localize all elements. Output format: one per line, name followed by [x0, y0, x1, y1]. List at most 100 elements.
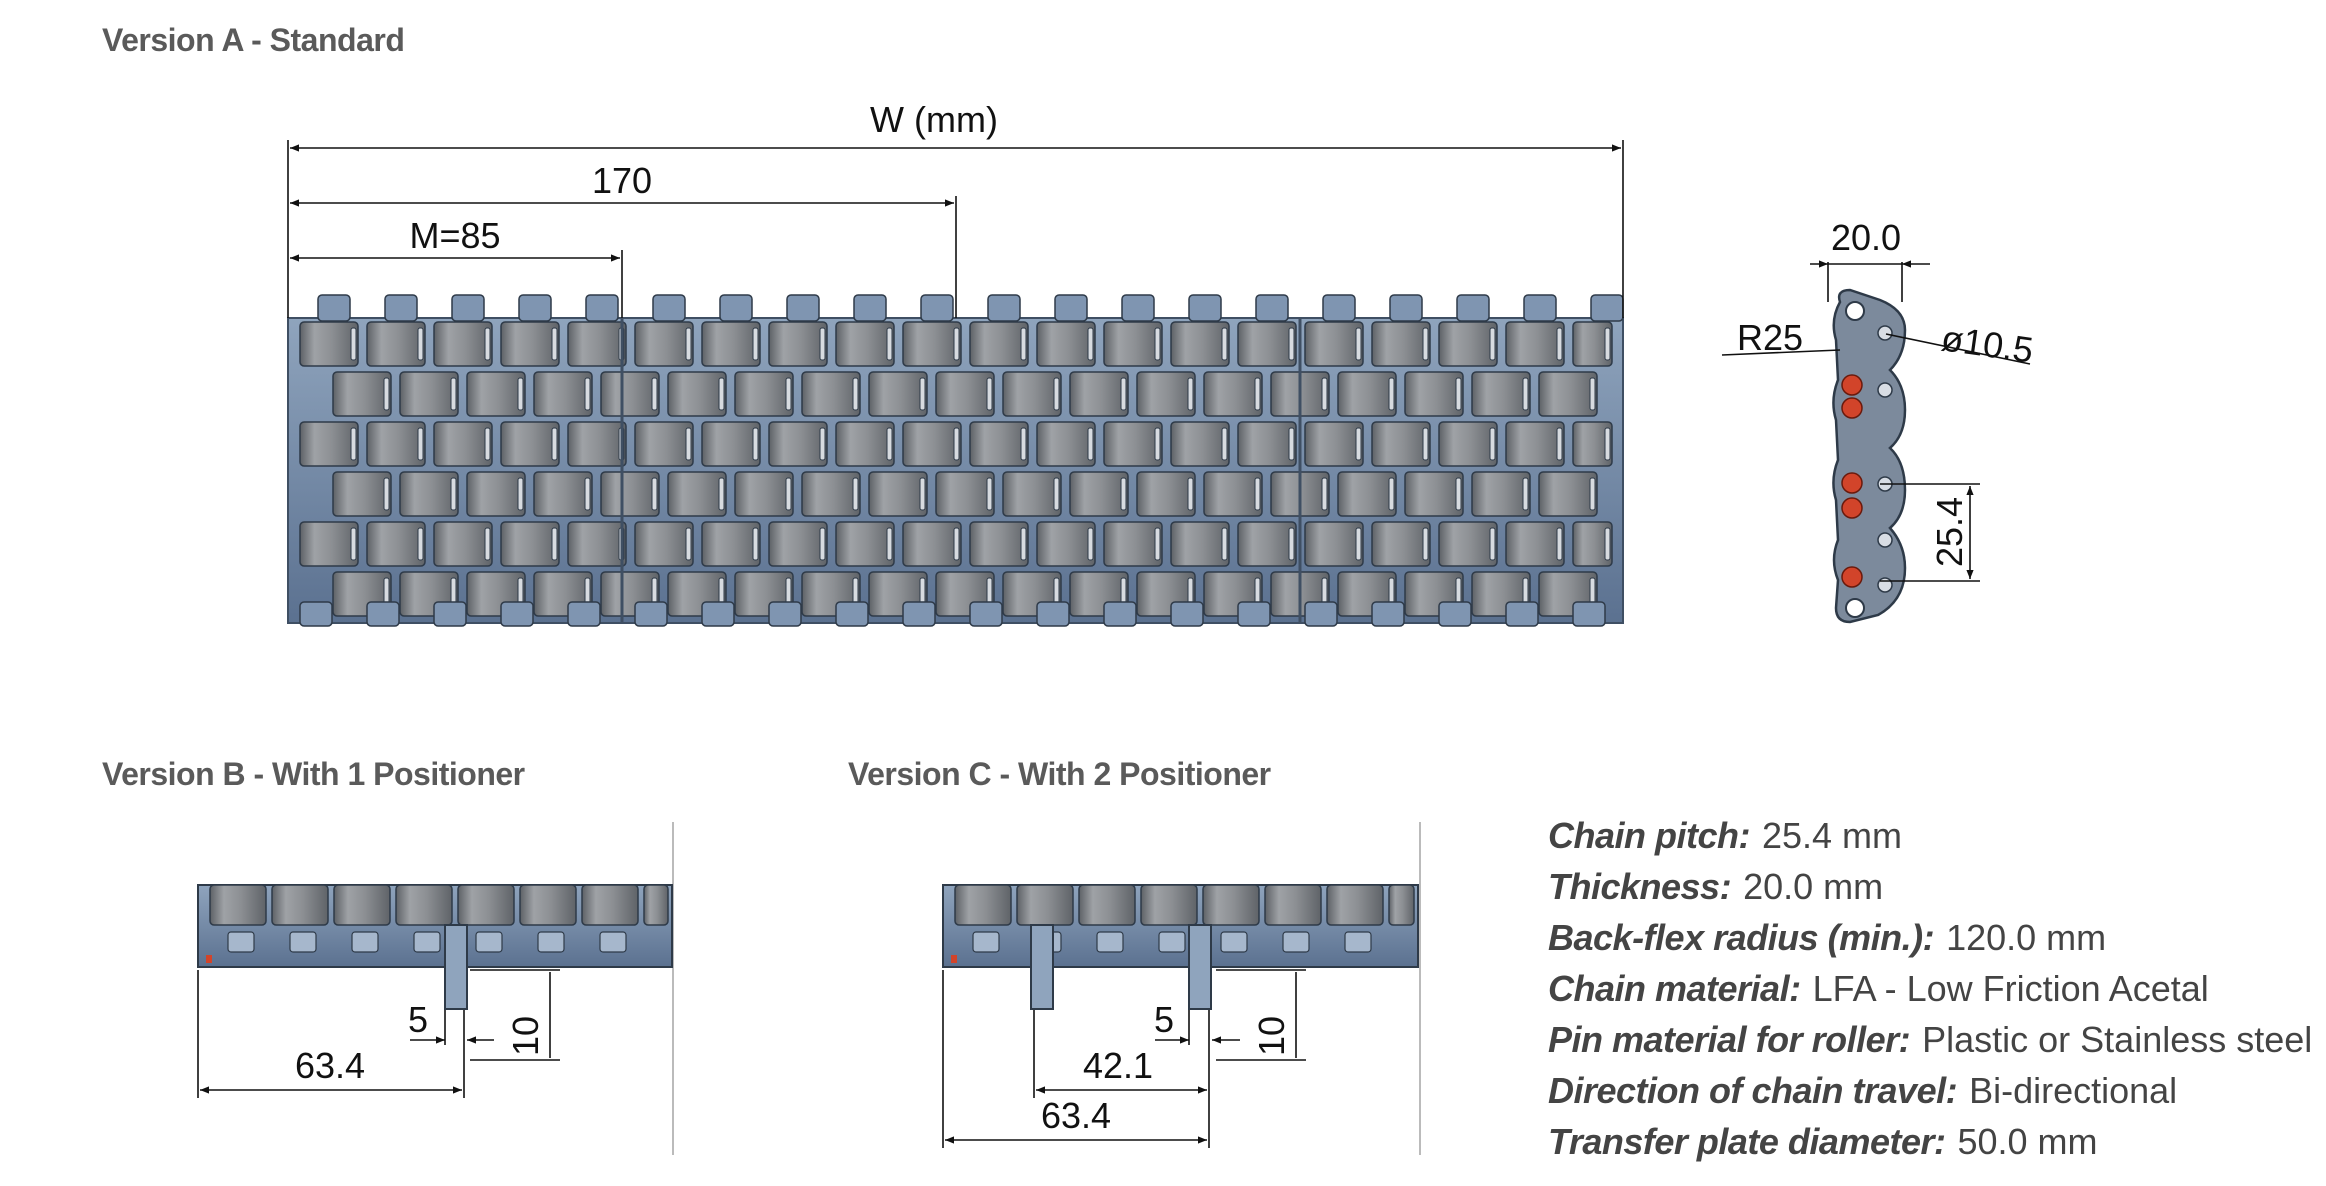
- chain-plate: [768, 421, 828, 467]
- chain-tab: [366, 601, 400, 627]
- chain-plate: [519, 884, 577, 926]
- chain-plate: [1237, 421, 1297, 467]
- version-b-heading: Version B - With 1 Positioner: [102, 756, 525, 792]
- chain-plate: [1002, 371, 1062, 417]
- chain-tab: [1456, 294, 1490, 322]
- chain-plate: [1237, 521, 1297, 567]
- spec-value: LFA - Low Friction Acetal: [1812, 968, 2209, 1009]
- chain-plate: [1136, 471, 1196, 517]
- chain-plate: [1103, 421, 1163, 467]
- chain-plate: [332, 371, 392, 417]
- chain-plate: [567, 421, 627, 467]
- positioner-chain-b: [197, 884, 673, 968]
- chain-plate: [835, 421, 895, 467]
- spec-chain-pitch: Chain pitch:25.4 mm: [1548, 810, 2312, 861]
- version-c-heading: Version C - With 2 Positioner: [848, 756, 1271, 792]
- chain-plate: [801, 471, 861, 517]
- chain-plate: [1505, 421, 1565, 467]
- chain-plate: [868, 471, 928, 517]
- chain-plate: [533, 371, 593, 417]
- chain-plate: [1036, 521, 1096, 567]
- chain-plate: [466, 371, 526, 417]
- chain-plate: [1304, 521, 1364, 567]
- chain-plate: [634, 521, 694, 567]
- chain-plate: [433, 421, 493, 467]
- chain-plate: [768, 321, 828, 367]
- chain-plate: [1538, 471, 1598, 517]
- chain-plate: [1471, 471, 1531, 517]
- pitch-label: 25.4: [1929, 497, 1970, 567]
- chain-tab: [920, 294, 954, 322]
- chain-plate: [600, 471, 660, 517]
- chain-tab: [1054, 294, 1088, 322]
- spec-label: Direction of chain travel:: [1548, 1070, 1958, 1111]
- chain-plate: [1170, 521, 1230, 567]
- spec-transfer-plate-diameter: Transfer plate diameter:50.0 mm: [1548, 1116, 2312, 1167]
- spec-chain-material: Chain material: LFA - Low Friction Acetal: [1548, 963, 2312, 1014]
- chain-tab: [1389, 294, 1423, 322]
- chain-plate: [399, 371, 459, 417]
- chain-plate: [1505, 321, 1565, 367]
- chain-plate: [1103, 321, 1163, 367]
- spec-label: Back-flex radius (min.):: [1548, 917, 1935, 958]
- chain-plate: [466, 471, 526, 517]
- chain-plate: [969, 321, 1029, 367]
- chain-tab: [299, 601, 333, 627]
- version-b-drawing: 5 10 63.4: [197, 822, 674, 1155]
- chain-plate: [1170, 421, 1230, 467]
- chain-plate: [457, 884, 515, 926]
- chain-plate: [1069, 471, 1129, 517]
- chain-plate: [1069, 371, 1129, 417]
- chain-tab: [1170, 601, 1204, 627]
- spec-value: 20.0 mm: [1743, 866, 1884, 907]
- positioner: [1188, 924, 1212, 1010]
- spec-back-flex-radius: Back-flex radius (min.):120.0 mm: [1548, 912, 2312, 963]
- chain-plate: [902, 421, 962, 467]
- positioner: [1030, 924, 1054, 1010]
- chain-plate: [634, 421, 694, 467]
- chain-tab: [1036, 601, 1070, 627]
- chain-tab: [902, 601, 936, 627]
- chain-plate: [768, 521, 828, 567]
- spec-value: 25.4 mm: [1761, 815, 1903, 856]
- chain-plate: [1136, 371, 1196, 417]
- chain-tab: [719, 294, 753, 322]
- chain-plate: [500, 521, 560, 567]
- chain-plate: [902, 321, 962, 367]
- spec-value: Plastic or Stainless steel: [1922, 1019, 2313, 1060]
- chain-plate: [1538, 371, 1598, 417]
- chain-plate: [1170, 321, 1230, 367]
- chain-plate: [667, 371, 727, 417]
- chain-tab: [1103, 601, 1137, 627]
- chain-plate: [1202, 884, 1260, 926]
- chain-plate: [333, 884, 391, 926]
- spec-label: Chain material:: [1548, 968, 1801, 1009]
- chain-plate: [1371, 521, 1431, 567]
- chain-tab: [1438, 601, 1472, 627]
- chain-plate: [581, 884, 639, 926]
- chain-plate: [1304, 321, 1364, 367]
- chain-plate: [209, 884, 267, 926]
- width-label: W (mm): [870, 99, 998, 140]
- chain-plate: [734, 471, 794, 517]
- chain-plate: [969, 521, 1029, 567]
- chain-tab: [567, 601, 601, 627]
- chain-plate: [1438, 521, 1498, 567]
- thickness-label: 20.0: [1831, 217, 1901, 258]
- chain-plate: [1337, 471, 1397, 517]
- chain-plate: [643, 884, 669, 926]
- radius-label: R25: [1737, 317, 1803, 358]
- chain-tab: [786, 294, 820, 322]
- hole: [1845, 301, 1865, 321]
- chain-plate: [567, 321, 627, 367]
- dimension-lines-side: [1721, 260, 2031, 582]
- chain-plate: [567, 521, 627, 567]
- chain-plate: [500, 421, 560, 467]
- chain-plate: [935, 371, 995, 417]
- chain-plate: [366, 521, 426, 567]
- chain-tab: [1121, 294, 1155, 322]
- chain-tab: [1505, 601, 1539, 627]
- chain-plate: [701, 421, 761, 467]
- chain-plate: [954, 884, 1012, 926]
